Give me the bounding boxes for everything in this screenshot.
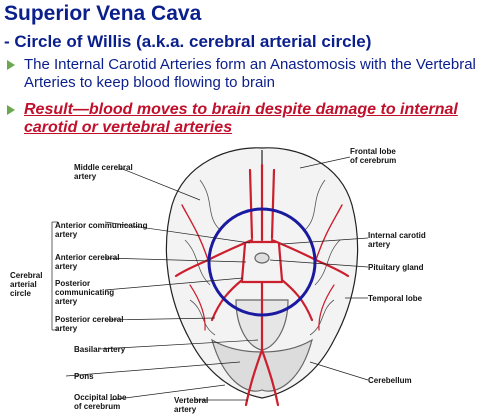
bullet-arrow-icon <box>7 60 15 70</box>
label-pituitary-gland: Pituitary gland <box>368 263 424 272</box>
label-basilar-artery: Basilar artery <box>74 345 126 354</box>
leader-lines <box>51 156 369 401</box>
label-pons: Pons <box>74 372 94 381</box>
bullet-anastomosis: The Internal Carotid Arteries form an An… <box>6 56 488 92</box>
bullet-arrow-icon <box>7 105 15 115</box>
highlight-circle <box>207 207 317 317</box>
bullet-text: Result—blood moves to brain despite dama… <box>24 101 458 136</box>
label-cerebellum: Cerebellum <box>368 376 412 385</box>
bullet-result: Result—blood moves to brain despite dama… <box>6 101 488 137</box>
bullet-text: The Internal Carotid Arteries form an An… <box>24 56 476 91</box>
slide-subtitle: - Circle of Willis (a.k.a. cerebral arte… <box>4 32 372 51</box>
label-temporal-lobe: Temporal lobe <box>368 294 423 303</box>
slide-title: Superior Vena Cava <box>4 2 202 25</box>
